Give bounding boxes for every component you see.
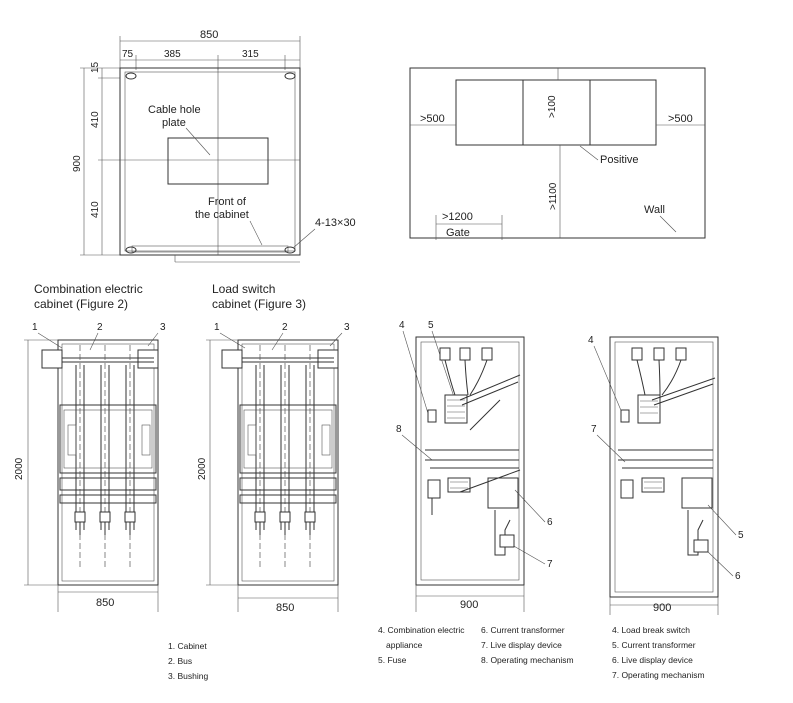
front-label-1: Front of [208, 196, 247, 208]
gate-label: Gate [446, 227, 470, 239]
fig2-title-line2: cabinet (Figure 2) [34, 297, 128, 311]
dim-850-label: 850 [200, 29, 218, 41]
legend-c-item: 5. Current transformer [612, 640, 696, 650]
legend-b-item: 8. Operating mechanism [481, 655, 574, 665]
gt1100-label: >1100 [548, 182, 559, 210]
fig3-title-line2: cabinet (Figure 3) [212, 297, 306, 311]
cable-hole-label-1: Cable hole [148, 104, 201, 116]
fig3-width-label: 850 [276, 602, 294, 614]
legend-b-item: appliance [386, 640, 423, 650]
dim-15-label: 15 [90, 61, 101, 73]
fig2-callout-3: 3 [160, 322, 166, 333]
fig2-front-view: 1 2 3 [14, 322, 166, 612]
positive-label: Positive [600, 154, 639, 166]
legend-b-item: 4. Combination electric [378, 625, 465, 635]
side-b-callout-7: 7 [591, 424, 597, 435]
legend-c-item: 4. Load break switch [612, 625, 690, 635]
legend-a-item: 2. Bus [168, 656, 192, 666]
side-a-callout-8: 8 [396, 424, 402, 435]
gt100-label: >100 [547, 95, 558, 118]
dim-900-label: 900 [72, 155, 83, 172]
side-a-callout-5: 5 [428, 320, 434, 331]
side-b-callout-6: 6 [735, 571, 741, 582]
gt500-right-label: >500 [668, 113, 693, 125]
legend-a-item: 3. Bushing [168, 671, 208, 681]
fig3-callout-1: 1 [214, 322, 220, 333]
legend-b-item: 7. Live display device [481, 640, 562, 650]
side-a-callout-6: 6 [547, 517, 553, 528]
side-a-width-label: 900 [460, 599, 478, 611]
fig2-height-label: 2000 [14, 457, 25, 480]
fig2-callout-1: 1 [32, 322, 38, 333]
side-a-callout-7: 7 [547, 559, 553, 570]
dim-385-label: 385 [164, 49, 181, 60]
legend-c-item: 7. Operating mechanism [612, 670, 705, 680]
side-view-combination: 4 5 8 6 7 [396, 320, 553, 612]
wall-label: Wall [644, 204, 665, 216]
fig3-callout-2: 2 [282, 322, 288, 333]
side-a-callout-4: 4 [399, 320, 405, 331]
fig2-title-line1: Combination electric [34, 282, 143, 296]
fig3-front-view: 1 2 3 2000 [197, 322, 350, 614]
dim-75-label: 75 [122, 49, 134, 60]
gt500-left-label: >500 [420, 113, 445, 125]
base-plan-drawing: 850 75 385 315 15 410 900 410 [72, 29, 356, 263]
dim-315-label: 315 [242, 49, 259, 60]
dim-410-top-label: 410 [90, 111, 101, 128]
fig3-callout-3: 3 [344, 322, 350, 333]
legend-side-view-a: 4. Combination electric appliance 5. Fus… [378, 625, 574, 665]
side-b-callout-5: 5 [738, 530, 744, 541]
legend-a-item: 1. Cabinet [168, 641, 207, 651]
legend-b-item: 6. Current transformer [481, 625, 565, 635]
fig2-callout-2: 2 [97, 322, 103, 333]
side-view-load-switch: 4 7 5 6 900 [588, 335, 744, 615]
cable-hole-label-2: plate [162, 117, 186, 129]
legend-side-view-b: 4. Load break switch 5. Current transfor… [612, 625, 705, 680]
fig3-height-label: 2000 [197, 457, 208, 480]
gt1200-label: >1200 [442, 211, 473, 223]
legend-front-views: 1. Cabinet 2. Bus 3. Bushing [168, 641, 208, 681]
fig3-title-line1: Load switch [212, 282, 275, 296]
side-b-callout-4: 4 [588, 335, 594, 346]
legend-c-item: 6. Live display device [612, 655, 693, 665]
holes-label: 4-13×30 [315, 217, 356, 229]
front-label-2: the cabinet [195, 209, 249, 221]
dim-410-bottom-label: 410 [90, 201, 101, 218]
room-layout-drawing: >500 >500 >100 Positive >1100 >1200 Gate… [409, 67, 706, 240]
side-b-width-label: 900 [653, 602, 671, 614]
fig2-width-label: 850 [96, 597, 114, 609]
legend-b-item: 5. Fuse [378, 655, 407, 665]
